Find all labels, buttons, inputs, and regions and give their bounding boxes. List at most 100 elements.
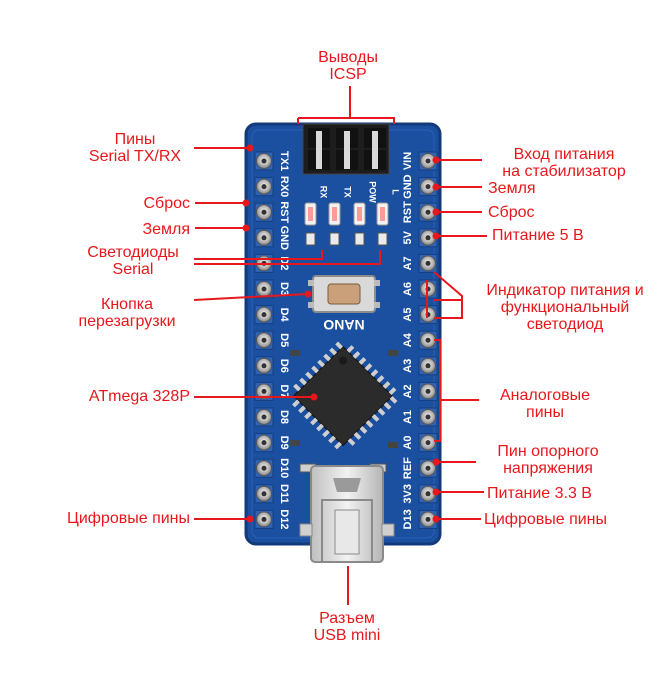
label-ground-left: Земля — [142, 221, 190, 238]
silk-right-label: D13 — [402, 509, 414, 529]
leader-line — [433, 271, 463, 319]
label-serial-pins-line2: Serial TX/RX — [88, 148, 182, 165]
label-power-33: Питание 3.3 В — [487, 485, 592, 502]
silk-left-label: RST — [278, 201, 290, 223]
silk-left-label: D12 — [278, 509, 290, 529]
leader-dot — [432, 488, 440, 496]
leader-line — [194, 250, 381, 265]
silk-right-label: 5V — [402, 230, 414, 244]
silk-right-label: 3V3 — [402, 484, 414, 504]
leader-dot — [246, 144, 254, 152]
label-icsp: Выводы ICSP — [288, 49, 408, 83]
label-power-led-line3: светодиод — [526, 316, 604, 333]
leader-line — [434, 339, 479, 401]
right-pin-hole — [425, 440, 431, 446]
silk-led-label: L — [391, 189, 401, 195]
label-analog-line1: Аналоговые — [499, 387, 591, 404]
silk-right-label: RST — [402, 201, 414, 223]
right-pin-hole — [425, 414, 431, 420]
right-pin-hole — [425, 337, 431, 343]
silk-right-label: A2 — [402, 384, 414, 398]
leader-dot — [432, 156, 440, 164]
leader-dot — [310, 393, 318, 401]
left-pin-hole — [261, 363, 267, 369]
silkscreen-led-labels: RX TX POW L — [319, 181, 401, 203]
silk-led-label: RX — [319, 186, 329, 199]
right-pin-hole — [425, 516, 431, 522]
right-pin-hole — [425, 491, 431, 497]
silk-left-label: D4 — [278, 308, 290, 323]
silk-right-label: A5 — [402, 308, 414, 322]
silk-right-label: REF — [402, 457, 414, 479]
silk-left-label: GND — [278, 226, 290, 251]
label-usb: Разъем USB mini — [300, 610, 394, 644]
left-pin-hole — [261, 235, 267, 241]
icsp-header — [302, 123, 390, 175]
silk-left-label: D7 — [278, 384, 290, 398]
silk-right-label: GND — [402, 174, 414, 199]
leader-dot — [432, 232, 440, 240]
left-pin-hole — [261, 491, 267, 497]
label-aref-line2: напряжения — [503, 460, 593, 477]
label-aref-line1: Пин опорного — [497, 443, 599, 460]
right-pin-hole — [425, 235, 431, 241]
left-pin-hole — [261, 465, 267, 471]
label-reset-button-line2: перезагрузки — [78, 313, 176, 330]
label-digital-right: Цифровые пины — [484, 511, 608, 528]
left-pin-hole — [261, 337, 267, 343]
left-pin-hole — [261, 184, 267, 190]
right-pin-hole — [425, 363, 431, 369]
label-power-led-line1: Индикатор питания и — [486, 282, 644, 299]
label-reset-button: Кнопка перезагрузки — [62, 296, 192, 330]
label-vin: Вход питания на стабилизатор — [483, 146, 645, 180]
leader-dots — [242, 144, 440, 523]
left-pin-header — [254, 151, 274, 529]
leader-dot — [432, 183, 440, 191]
silk-left-label: TX1 — [278, 151, 290, 171]
right-pin-hole — [425, 184, 431, 190]
label-analog: Аналоговые пины — [482, 387, 608, 421]
label-serial-leds-line2: Serial — [112, 261, 154, 278]
serial-leds — [304, 202, 341, 246]
nano-silkscreen: NANO — [323, 317, 364, 333]
label-vin-line1: Вход питания — [513, 146, 615, 163]
label-reset-right: Сброс — [488, 204, 535, 221]
left-pin-hole — [261, 516, 267, 522]
label-vin-line2: на стабилизатор — [502, 163, 626, 180]
left-pin-hole — [261, 388, 267, 394]
label-power-led: Индикатор питания и функциональный свето… — [462, 282, 668, 333]
leader-dot — [242, 224, 250, 232]
left-pin-hole — [261, 209, 267, 215]
silk-right-label: A4 — [402, 332, 414, 347]
silk-left-label: D5 — [278, 333, 290, 347]
label-icsp-line1: Выводы — [318, 49, 378, 66]
label-aref: Пин опорного напряжения — [476, 443, 620, 477]
label-reset-button-line1: Кнопка — [101, 296, 153, 313]
left-pin-hole — [261, 158, 267, 164]
leader-lines — [193, 86, 487, 605]
label-analog-line2: пины — [526, 404, 564, 421]
leader-dot — [432, 458, 440, 466]
right-pin-hole — [425, 209, 431, 215]
silk-right-label: A3 — [402, 359, 414, 373]
leader-line — [434, 400, 441, 442]
silk-led-label: TX — [343, 186, 353, 198]
silk-right-label: VIN — [402, 152, 414, 170]
label-serial-leds: Светодиоды Serial — [68, 244, 198, 278]
label-icsp-line2: ICSP — [329, 66, 367, 83]
silk-led-label: POW — [368, 181, 378, 203]
silk-left-label: RX0 — [278, 176, 290, 197]
left-pin-hole — [261, 286, 267, 292]
right-pin-hole — [425, 388, 431, 394]
left-pin-hole — [261, 414, 267, 420]
usb-mini-connector — [299, 465, 395, 563]
label-usb-line1: Разъем — [319, 610, 375, 627]
label-reset-left: Сброс — [143, 195, 190, 212]
atmega-chip — [292, 341, 398, 450]
label-digital-left: Цифровые пины — [66, 510, 190, 527]
leader-dot — [432, 208, 440, 216]
label-usb-line2: USB mini — [313, 627, 381, 644]
icsp-bracket — [297, 117, 395, 124]
leader-dot — [432, 515, 440, 523]
